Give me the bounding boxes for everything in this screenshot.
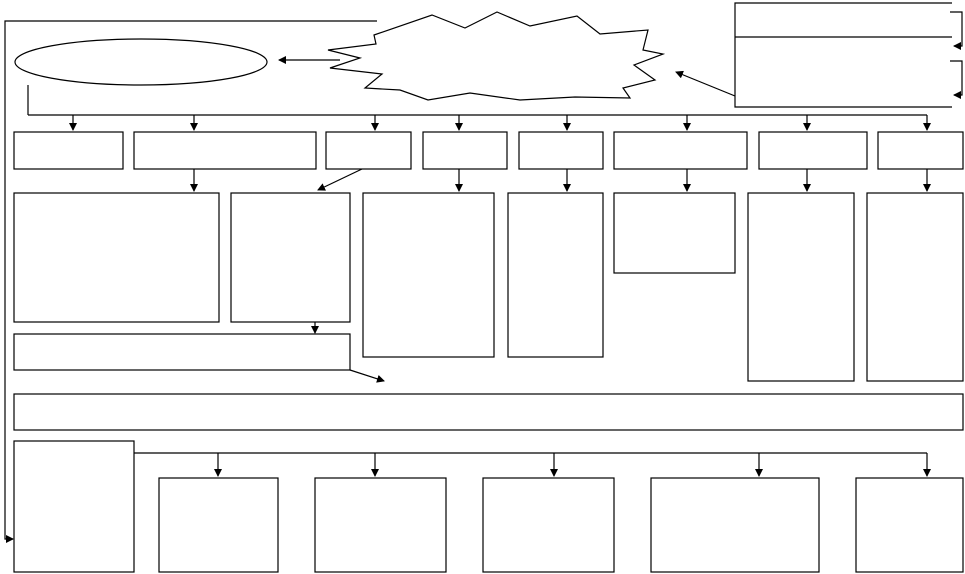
detail-box-4 <box>507 192 604 358</box>
banner-box <box>13 393 964 431</box>
detail-box-3 <box>362 192 495 358</box>
category-box-8 <box>877 131 964 170</box>
bottom-box-3 <box>482 477 615 573</box>
detail-box-1 <box>13 192 220 323</box>
central-burst <box>327 11 666 101</box>
category-box-6 <box>613 131 748 170</box>
detail-box-7 <box>866 192 964 382</box>
bottom-box-5 <box>855 477 964 573</box>
summary-box <box>13 333 351 371</box>
category-box-7 <box>758 131 868 170</box>
summary-to-banner-arrow <box>349 369 385 383</box>
category-box-2 <box>133 131 317 170</box>
bottom-box-2 <box>314 477 447 573</box>
bottom-box-1 <box>158 477 279 573</box>
left-frame-connector <box>4 20 377 543</box>
detail-box-5 <box>613 192 736 274</box>
note-to-burst-arrow <box>675 70 736 97</box>
category-box-1 <box>13 131 124 170</box>
detail-box-2 <box>230 192 351 323</box>
side-note-box <box>734 2 952 108</box>
category-box-3 <box>325 131 412 170</box>
title-ellipse <box>14 38 268 86</box>
left-tall-box <box>13 440 135 573</box>
side-note-right-bracket-2 <box>950 60 963 99</box>
category-box-4 <box>422 131 508 170</box>
category-box-5 <box>518 131 604 170</box>
side-note-right-bracket-1 <box>950 11 963 50</box>
cat3-to-detail-arrow <box>317 168 363 191</box>
detail-box-6 <box>747 192 855 382</box>
bottom-box-4 <box>650 477 820 573</box>
